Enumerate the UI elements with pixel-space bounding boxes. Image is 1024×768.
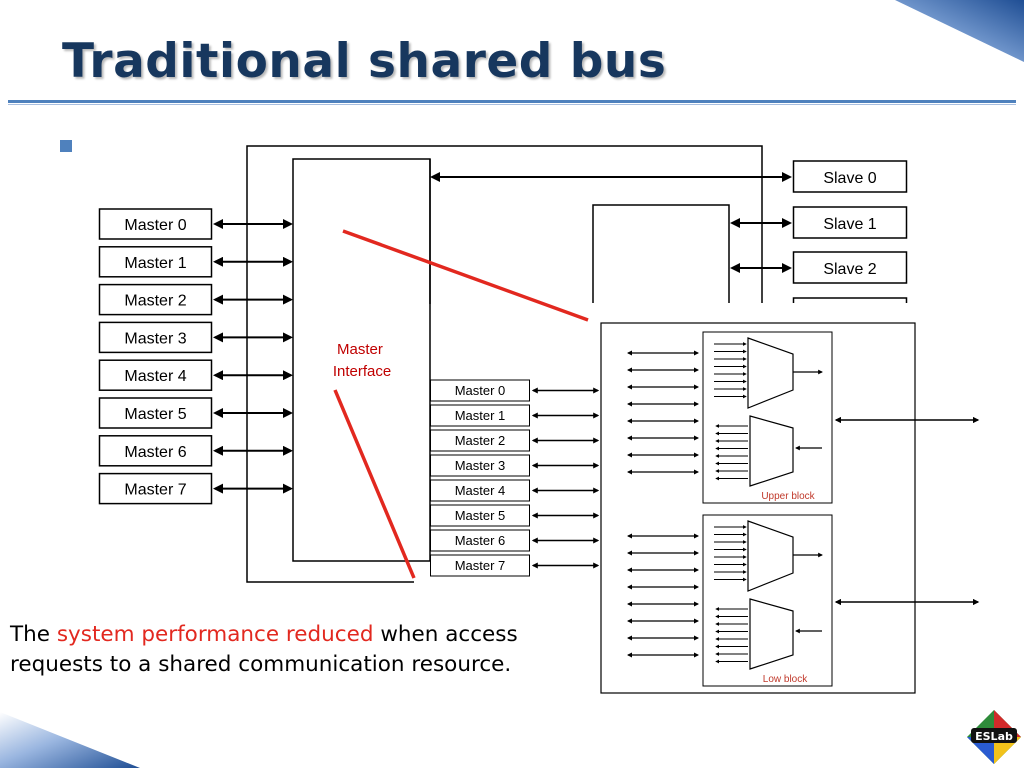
slave-1: Slave 1 bbox=[730, 206, 908, 239]
master-interface-box bbox=[292, 158, 431, 562]
upper-block-internals bbox=[626, 337, 823, 487]
bullet-square-icon bbox=[60, 140, 72, 152]
master-4: Master 4 bbox=[98, 359, 293, 391]
inset-master-7-label: Master 7 bbox=[455, 558, 506, 573]
slave-3-partial-box bbox=[792, 297, 908, 303]
master-1: Master 1 bbox=[98, 246, 293, 278]
master-0: Master 0 bbox=[98, 208, 293, 240]
slave-0: Slave 0 bbox=[792, 160, 908, 193]
corner-ribbon-bottom-left bbox=[0, 712, 140, 768]
inset-master-4: Master 4 bbox=[430, 479, 600, 502]
low-block-mux-lower bbox=[749, 598, 794, 670]
master-3-box bbox=[98, 321, 213, 354]
zoom-guide-line-top bbox=[342, 229, 589, 322]
slave-0-label: Slave 0 bbox=[823, 170, 876, 187]
low-block-mux-upper bbox=[747, 520, 794, 592]
master-0-box bbox=[98, 208, 213, 240]
master-7-label: Master 7 bbox=[124, 482, 186, 499]
inset-master-6-label: Master 6 bbox=[455, 533, 506, 548]
master-2-box bbox=[98, 283, 213, 316]
slave-1-box bbox=[792, 206, 908, 239]
master-4-box bbox=[98, 359, 213, 391]
master-7: Master 7 bbox=[98, 472, 293, 505]
inset-master-4-box bbox=[430, 479, 530, 502]
slave-0-box bbox=[792, 160, 908, 193]
master-5: Master 5 bbox=[98, 397, 293, 429]
master-3: Master 3 bbox=[98, 321, 293, 354]
caption-highlight: system performance reduced bbox=[56, 622, 374, 647]
caption-before: The bbox=[10, 622, 57, 647]
upper-block-mux-upper bbox=[747, 337, 794, 409]
low-block-internals bbox=[626, 520, 823, 670]
master-5-box bbox=[98, 397, 213, 429]
inset-master-2: Master 2 bbox=[430, 429, 600, 452]
inset-master-6-box bbox=[430, 529, 530, 552]
title-underline-thin bbox=[8, 104, 1016, 105]
master-2: Master 2 bbox=[98, 283, 293, 316]
master-5-label: Master 5 bbox=[124, 406, 186, 423]
zoom-guide-line-bottom bbox=[333, 389, 416, 579]
title-underline bbox=[8, 100, 1016, 103]
low-block-label: Low block bbox=[763, 674, 808, 685]
eslab-logo: ESLab bbox=[967, 710, 1021, 764]
inset-master-6: Master 6 bbox=[430, 529, 600, 552]
slave-2-box bbox=[792, 251, 908, 284]
slave-2: Slave 2 bbox=[730, 251, 908, 284]
inset-master-3-box bbox=[430, 454, 530, 477]
inset-master-1: Master 1 bbox=[430, 404, 600, 427]
upper-block-label: Upper block bbox=[761, 491, 815, 502]
inset-master-5-box bbox=[430, 504, 530, 527]
slave-2-label: Slave 2 bbox=[823, 261, 876, 278]
inset-master-1-label: Master 1 bbox=[455, 408, 506, 423]
slave-interface-box bbox=[592, 204, 730, 303]
eslab-logo-text: ESLab bbox=[975, 730, 1013, 743]
inset-master-3: Master 3 bbox=[430, 454, 600, 477]
inset-master-1-box bbox=[430, 404, 530, 427]
corner-ribbon-top-right bbox=[895, 0, 1024, 62]
slave-1-label: Slave 1 bbox=[823, 216, 876, 233]
inset-master-5-label: Master 5 bbox=[455, 508, 506, 523]
master-6-label: Master 6 bbox=[124, 444, 186, 461]
inset-master-0-box bbox=[430, 379, 530, 402]
master-interface-label: Master Interface bbox=[333, 341, 391, 380]
slide-title: Traditional shared bus bbox=[62, 34, 667, 89]
inset-master-7: Master 7 bbox=[430, 554, 600, 577]
inset-master-2-label: Master 2 bbox=[455, 433, 506, 448]
left-bus-diagram: Master 0 Master 1 Master 2 Master 3 Master 4… bbox=[98, 145, 908, 583]
master-0-label: Master 0 bbox=[124, 217, 186, 234]
inset-master-5: Master 5 bbox=[430, 504, 600, 527]
inset-master-0-label: Master 0 bbox=[455, 383, 506, 398]
upper-block-mux-lower bbox=[749, 415, 794, 487]
master-1-label: Master 1 bbox=[124, 255, 186, 272]
inset-master-4-label: Master 4 bbox=[455, 483, 506, 498]
master-7-box bbox=[98, 472, 213, 505]
master-2-label: Master 2 bbox=[124, 293, 186, 310]
inset-master-0: Master 0 bbox=[430, 379, 600, 402]
master-4-label: Master 4 bbox=[124, 368, 186, 385]
outer-bus-frame bbox=[246, 145, 763, 583]
zoom-inset: Master 0 Master 1 Master 2 Master 3 Master 4… bbox=[430, 322, 980, 694]
inset-master-3-label: Master 3 bbox=[455, 458, 506, 473]
inset-master-7-box bbox=[430, 554, 530, 577]
inset-master-2-box bbox=[430, 429, 530, 452]
caption-after: when access requests to a shared communi… bbox=[10, 622, 518, 677]
master-6-box bbox=[98, 435, 213, 467]
master-3-label: Master 3 bbox=[124, 330, 186, 347]
master-1-box bbox=[98, 246, 213, 278]
caption-text: The system performance reduced when acce… bbox=[10, 620, 600, 680]
master-6: Master 6 bbox=[98, 435, 293, 467]
